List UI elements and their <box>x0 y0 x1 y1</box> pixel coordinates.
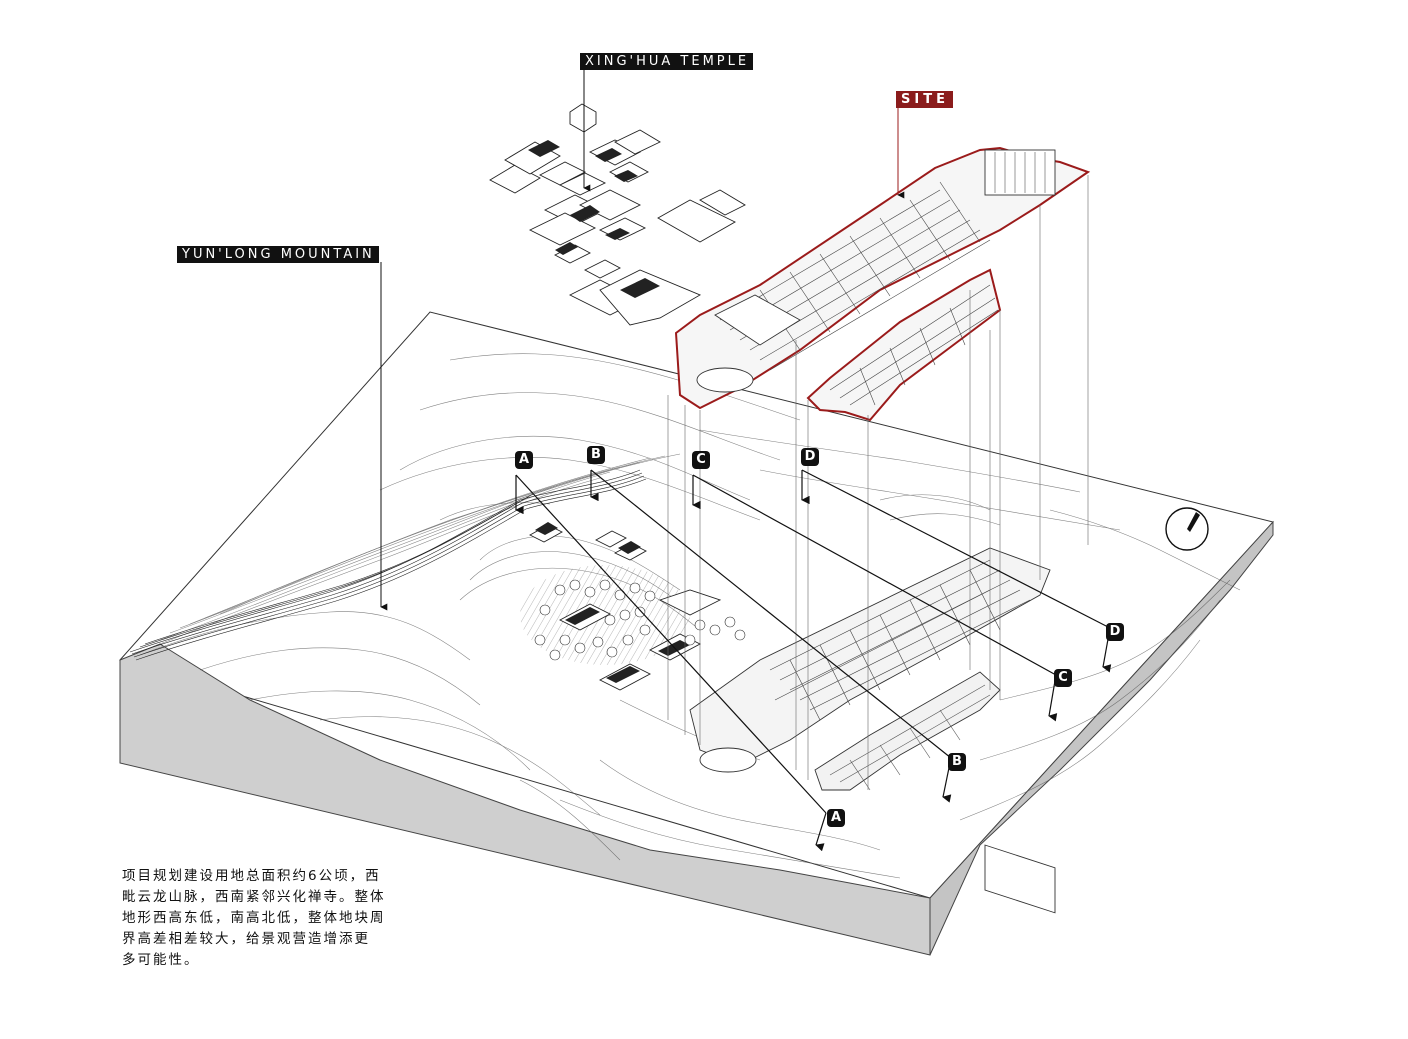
mountain-label: YUN'LONG MOUNTAIN <box>177 246 379 263</box>
site-on-terrain <box>689 547 1056 914</box>
section-marker-d-bottom: D <box>1106 623 1124 641</box>
label-leaders <box>380 68 905 611</box>
contour-lines <box>139 353 1241 879</box>
section-marker-b-bottom: B <box>948 753 966 771</box>
temple-on-terrain <box>520 522 746 691</box>
site-exploded-plan <box>674 146 1091 422</box>
temple-exploded-plan <box>489 103 746 326</box>
section-marker-c-top: C <box>692 451 710 469</box>
section-marker-b-top: B <box>587 446 605 464</box>
description-line: 毗云龙山脉，西南紧邻兴化禅寺。整体 <box>122 889 386 905</box>
compass-north-icon <box>1165 507 1209 551</box>
section-marker-c-bottom: C <box>1054 669 1072 687</box>
description-line: 项目规划建设用地总面积约6公顷，西 <box>122 868 381 884</box>
description-line: 多可能性。 <box>122 952 200 968</box>
project-description: 项目规划建设用地总面积约6公顷，西 毗云龙山脉，西南紧邻兴化禅寺。整体 地形西高… <box>122 866 412 971</box>
temple-label: XING'HUA TEMPLE <box>580 53 754 70</box>
section-marker-d-top: D <box>801 448 819 466</box>
terrain-block <box>119 311 1274 956</box>
section-marker-a-bottom: A <box>827 809 845 827</box>
mountain-ridge <box>129 469 647 661</box>
section-marker-a-top: A <box>515 451 533 469</box>
description-line: 界高差相差较大，给景观营造增添更 <box>122 931 370 947</box>
description-line: 地形西高东低，南高北低，整体地块周 <box>122 910 386 926</box>
site-label: SITE <box>896 91 953 108</box>
temple-roofs <box>528 140 660 298</box>
